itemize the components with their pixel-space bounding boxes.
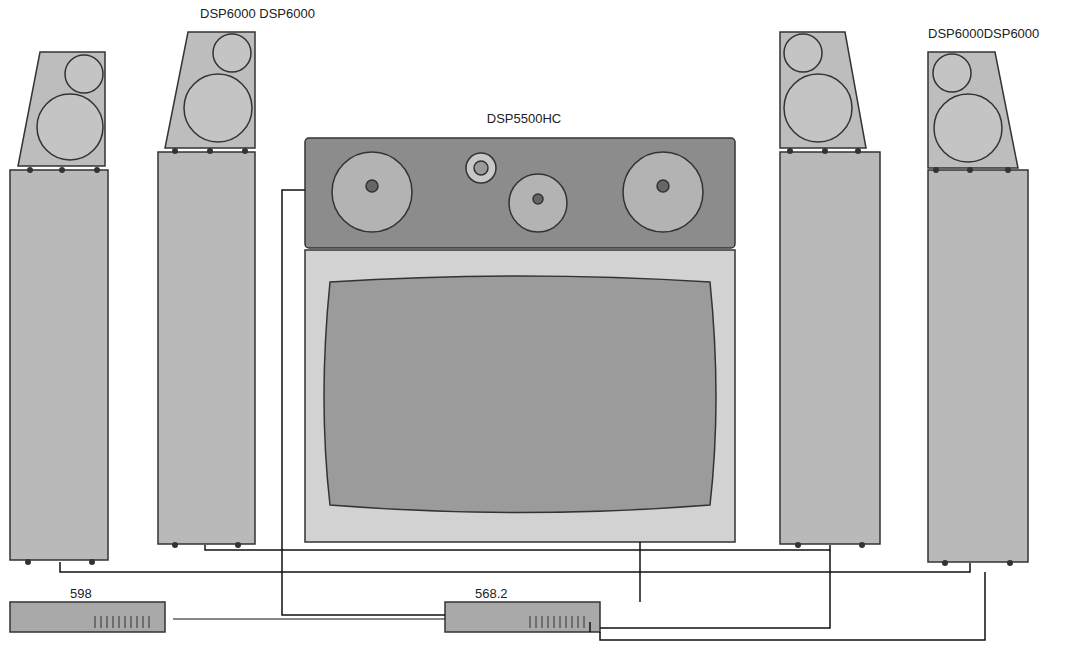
woofer <box>184 74 252 142</box>
speaker-head <box>165 32 255 148</box>
woofer <box>332 152 412 232</box>
woofer <box>784 74 852 142</box>
cable <box>282 190 445 615</box>
speaker-wires <box>60 542 985 640</box>
node-label: 598 <box>70 586 173 601</box>
tweeter <box>784 34 822 72</box>
model-label: DSP6000 DSP6000 <box>200 6 315 21</box>
speaker-cabinet <box>780 152 880 544</box>
tweeter <box>933 54 971 92</box>
tweeter <box>466 153 496 183</box>
model-label: DSP6000DSP6000 <box>928 26 1039 41</box>
speaker-cabinet <box>10 170 108 560</box>
tweeter-dome <box>474 161 488 175</box>
dust-cap <box>366 180 378 192</box>
woofer <box>623 152 703 232</box>
amplifier-box <box>445 602 600 632</box>
tv-screen <box>324 276 716 513</box>
tweeter <box>65 55 103 93</box>
woofer <box>934 94 1002 162</box>
vents <box>95 616 584 628</box>
speaker-head <box>18 52 105 166</box>
center-speaker-node: DSP5500HC <box>305 108 743 248</box>
node-label: 568.2 <box>475 586 608 601</box>
feet <box>25 148 1013 566</box>
amplifier-node: 598 <box>10 583 173 632</box>
center-speaker <box>305 138 735 248</box>
midrange <box>509 174 567 232</box>
dust-cap <box>533 194 543 204</box>
tweeter <box>213 34 251 72</box>
woofer <box>37 94 103 160</box>
speaker-cabinet <box>158 152 255 544</box>
speaker-head <box>928 52 1018 168</box>
dust-cap <box>657 180 669 192</box>
node-label: DSP5500HC <box>305 111 743 126</box>
amplifier-box <box>10 602 165 632</box>
speaker-head <box>780 32 866 148</box>
amplifier-node: 568.2 <box>445 583 608 632</box>
television <box>305 250 735 542</box>
cable <box>173 619 445 620</box>
speaker-cabinet <box>928 170 1028 562</box>
